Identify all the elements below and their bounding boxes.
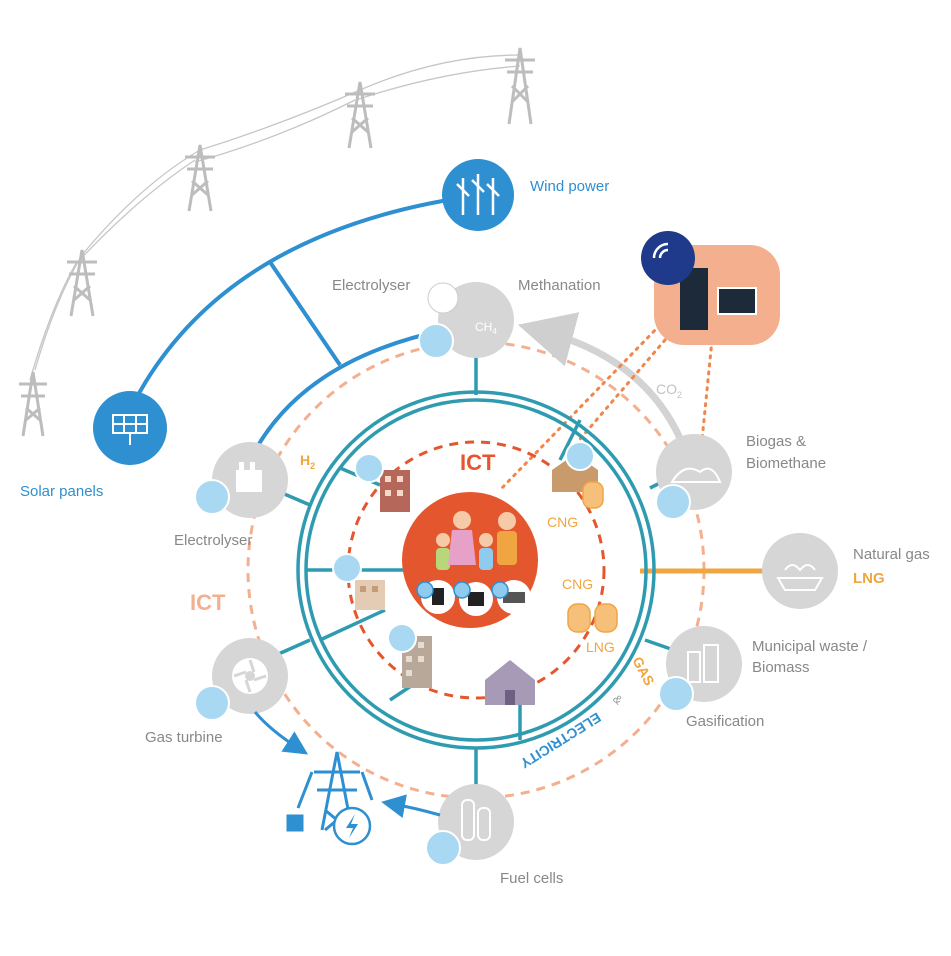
cng-mid-label: CNG — [562, 576, 593, 592]
electrolyser-icon — [236, 462, 262, 492]
wireless-icon — [332, 441, 595, 653]
gasification-label: Gasification — [686, 713, 764, 730]
gas-turbine-node[interactable] — [212, 638, 288, 714]
lightning-icon — [332, 806, 372, 846]
silo-icon — [687, 644, 719, 683]
biogas-label-line2: Biomethane — [746, 455, 826, 472]
ict-inner-label: ICT — [460, 450, 496, 475]
lng-ship-icon — [776, 564, 824, 591]
fuel-cells-label: Fuel cells — [500, 870, 563, 887]
solar-panels-label: Solar panels — [20, 483, 103, 500]
ict-outer-label: ICT — [190, 590, 226, 615]
solar-panel-icon — [112, 414, 148, 445]
gas-turbine-output-arrow — [253, 711, 309, 755]
lng-right-label: LNG — [853, 570, 885, 587]
wind-power-node[interactable] — [442, 159, 514, 231]
renewable-arc — [128, 193, 481, 461]
electrolyser-top-label: Electrolyser — [332, 277, 410, 294]
wind-power-label: Wind power — [530, 178, 609, 195]
municipal-label-line1: Municipal waste / — [752, 638, 868, 655]
cng-top-label: CNG — [547, 514, 578, 530]
h2-label: H2 — [300, 452, 315, 471]
gas-ring-label: GAS — [629, 654, 657, 688]
gas-cylinder-icon — [567, 481, 618, 633]
building-icon — [355, 470, 432, 688]
fuel-cells-output-arrow — [381, 794, 441, 818]
electrolyser-left-label: Electrolyser — [174, 532, 252, 549]
methanation-node[interactable] — [427, 282, 514, 358]
ch4-label: CH4 — [475, 320, 497, 336]
monitor-icon — [717, 287, 757, 315]
gas-turbine-label: Gas turbine — [145, 729, 223, 746]
wireless-icon — [194, 323, 694, 866]
biogas-dome-icon — [670, 467, 722, 483]
co2-arrow — [517, 312, 689, 452]
solar-panels-node[interactable] — [93, 391, 167, 465]
amp-ring-label: & — [610, 692, 625, 708]
biogas-label-line1: Biogas & — [746, 433, 806, 450]
natural-gas-label: Natural gas — [853, 546, 930, 563]
family-icon — [436, 511, 517, 570]
municipal-label-line2: Biomass — [752, 659, 810, 676]
wind-turbine-icon — [456, 174, 500, 215]
co2-label: CO2 — [656, 381, 682, 400]
power-pylon-icon — [286, 751, 374, 832]
lng-mid-label: LNG — [586, 639, 615, 655]
home-devices — [416, 580, 531, 616]
natural-gas-node[interactable] — [762, 533, 838, 609]
ict-data-links — [498, 323, 714, 492]
fuel-cell-icon — [461, 799, 491, 841]
turbine-icon — [232, 658, 268, 694]
data-center-node[interactable] — [641, 231, 780, 345]
methanation-label: Methanation — [518, 277, 601, 294]
power-pylon-icon — [19, 47, 535, 437]
electrolyser-left-node[interactable] — [212, 442, 288, 518]
